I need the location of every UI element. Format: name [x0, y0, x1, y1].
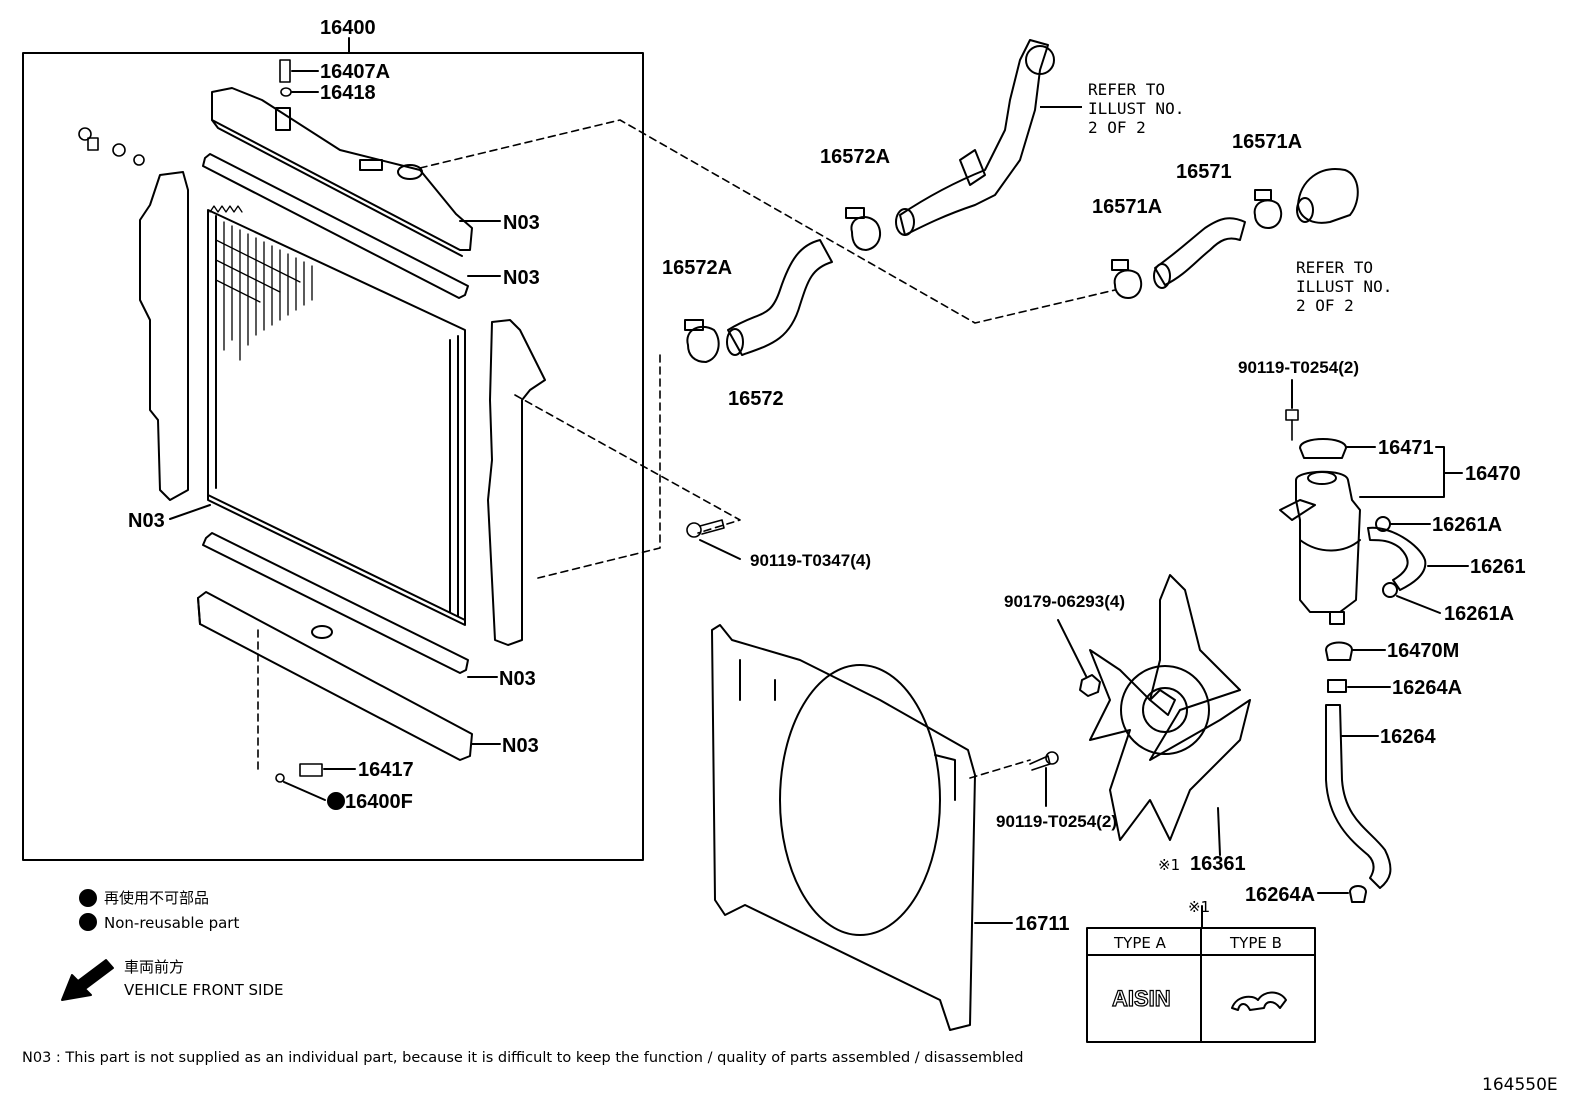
radiator-assembly-frame: [22, 52, 644, 861]
label-90119-T0347: 90119-T0347(4): [750, 551, 871, 570]
refer-note-line: REFER TO: [1088, 80, 1165, 99]
cooling-fan-16361: [1089, 574, 1251, 841]
label-16400: 16400: [320, 17, 376, 39]
right-side-support: [487, 319, 546, 646]
overflow-hose-16264: [1325, 704, 1392, 889]
label-16418: 16418: [320, 82, 376, 104]
radiator-core: [207, 205, 466, 621]
fan-shroud-16711: [711, 624, 976, 1031]
clamp-16571A-upper-icon: [1253, 199, 1283, 229]
type-table-mark: ※1: [1188, 898, 1210, 916]
radiator-inlet-hose: [727, 239, 833, 356]
label-16417: 16417: [358, 759, 414, 781]
bypass-hose-16571: [1154, 217, 1246, 286]
refer-note-line: 2 OF 2: [1088, 118, 1146, 137]
label-16261: 16261: [1470, 556, 1526, 578]
tank-hose-16261: [1367, 526, 1427, 591]
clamp-16571A-lower-icon: [1113, 269, 1143, 299]
label-16261A: 16261A: [1444, 603, 1514, 625]
refer-note-line: ILLUST NO.: [1088, 99, 1184, 118]
illustration-id: 164550E: [1482, 1075, 1558, 1095]
grommet-16470M-icon: [1325, 641, 1353, 661]
refer-note-line: 2 OF 2: [1296, 296, 1354, 315]
label-90119-T0254: 90119-T0254(2): [1238, 358, 1359, 377]
bolt-90119-T0254-bottom-icon: [1029, 751, 1059, 771]
label-16261A: 16261A: [1432, 514, 1502, 536]
bolt-90119-T0254-top-icon: [1285, 409, 1299, 441]
label-16361: 16361: [1190, 853, 1246, 875]
label-16571: 16571: [1176, 161, 1232, 183]
fan-type-b-icon: [1231, 991, 1287, 1011]
legend-nonreusable-en: Non-reusable part: [104, 914, 239, 932]
oring-16400F-icon: [275, 773, 285, 783]
label-16572A: 16572A: [662, 257, 732, 279]
clamp-16572A-lower-icon: [686, 325, 720, 363]
upper-gasket: [202, 153, 469, 299]
nonreusable-marker-icon: [327, 792, 345, 810]
label-16572A: 16572A: [820, 146, 890, 168]
label-n03: N03: [503, 267, 540, 289]
left-side-support: [139, 171, 189, 501]
legend-nonreusable-jp: 再使用不可部品: [104, 889, 209, 907]
label-16264A: 16264A: [1245, 884, 1315, 906]
nonreusable-bullet-icon: [79, 913, 97, 931]
refer-note-line: REFER TO: [1296, 258, 1373, 277]
label-n03: N03: [499, 668, 536, 690]
label-16711: 16711: [1015, 913, 1070, 935]
reserve-tank-16470: [1279, 470, 1361, 625]
type-b-header: TYPE B: [1229, 934, 1282, 952]
label-16470: 16470: [1465, 463, 1521, 485]
vehicle-front-arrow-icon: [61, 959, 114, 1001]
label-90119-T0254: 90119-T0254(2): [996, 812, 1117, 831]
radiator-upper-tank: [211, 87, 473, 257]
legend-front-jp: 車両前方: [124, 958, 184, 976]
refer-note-line: ILLUST NO.: [1296, 277, 1392, 296]
label-16572: 16572: [728, 388, 784, 410]
aisin-logo: AISIN: [1112, 986, 1171, 1011]
drain-cock-16417-icon: [299, 763, 323, 777]
bolt-set-icon: [78, 127, 145, 166]
clamp-16572A-upper-icon: [850, 216, 882, 251]
label-n03: N03: [503, 212, 540, 234]
label-16400F: 16400F: [345, 791, 413, 813]
water-inlet-housing: [1297, 168, 1359, 224]
cap-16407A-icon: [279, 59, 291, 83]
label-16571A: 16571A: [1092, 196, 1162, 218]
label-16264A: 16264A: [1392, 677, 1462, 699]
label-90179-06293: 90179-06293(4): [1004, 592, 1125, 611]
clamp-16264A-icon: [1327, 679, 1347, 693]
oring-16418-icon: [280, 87, 292, 97]
label-n03: N03: [502, 735, 539, 757]
label-16471: 16471: [1378, 437, 1434, 459]
label-16264: 16264: [1380, 726, 1436, 748]
clamp-16264A-lower-icon: [1349, 885, 1367, 903]
type-a-header: TYPE A: [1113, 934, 1167, 952]
nonreusable-bullet-icon: [79, 889, 97, 907]
reserve-tank-cap-16471: [1299, 438, 1347, 459]
legend-front-en: VEHICLE FRONT SIDE: [124, 981, 284, 999]
label-16361-mark: ※1: [1158, 856, 1180, 874]
water-outlet-pipe: [899, 39, 1049, 236]
lower-gasket: [202, 532, 469, 674]
clamp-16261A-lower-icon: [1382, 582, 1398, 598]
label-n03: N03: [128, 510, 165, 532]
footnote: N03 : This part is not supplied as an in…: [22, 1050, 1023, 1066]
label-16470M: 16470M: [1387, 640, 1459, 662]
bolt-90119-T0347-icon: [686, 519, 725, 538]
radiator-lower-tank: [197, 591, 473, 761]
label-16571A: 16571A: [1232, 131, 1302, 153]
nut-90179-06293-icon: [1079, 674, 1101, 697]
label-16407A: 16407A: [320, 61, 390, 83]
